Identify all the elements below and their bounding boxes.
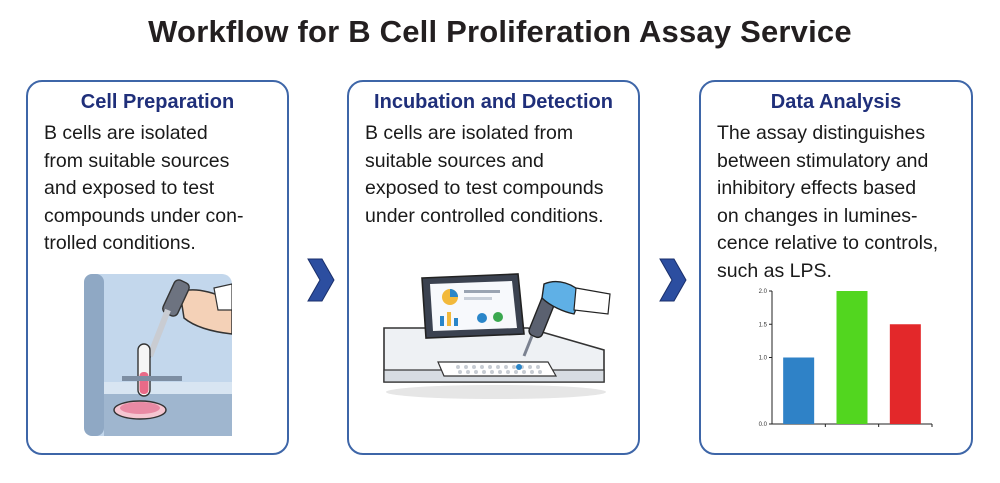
description-line: and exposed to test [44, 177, 215, 199]
microplate-reader-icon [383, 273, 611, 399]
page-title: Workflow for B Cell Proliferation Assay … [148, 14, 852, 49]
description-line: The assay distinguishes [717, 122, 926, 144]
step-cell-preparation: Cell Preparation B cells are isolated fr… [26, 80, 289, 455]
step-title: Cell Preparation [80, 91, 235, 113]
description-line: from suitable sources [44, 149, 230, 172]
pipetting-illustration [84, 274, 232, 436]
step-title: Incubation and Detection [374, 91, 613, 113]
step-description: B cells are isolated from suitable sourc… [44, 120, 281, 258]
bar-chart: 0.0 1.0 1.5 2.0 [759, 289, 933, 428]
chevron-right-icon [659, 258, 687, 302]
test-tube-icon [122, 343, 182, 397]
description-line: B cells are isolated from [365, 122, 574, 144]
description-line: cence relative to controls, [717, 232, 939, 254]
description-line: under controlled conditions. [365, 204, 604, 227]
glove-hand-icon [179, 283, 232, 335]
step-description: The assay distinguishes between stimulat… [717, 120, 965, 285]
description-line: compounds under con- [44, 204, 244, 227]
y-tick-label: 0.0 [759, 422, 768, 428]
glove-hand-icon [541, 280, 611, 315]
y-tick-label: 2.0 [759, 289, 768, 295]
y-tick-label: 1.5 [759, 322, 768, 328]
bar [836, 291, 868, 424]
y-tick-label: 1.0 [759, 356, 768, 362]
description-line: on changes in lumines- [717, 204, 918, 227]
chevron-right-icon [307, 258, 335, 302]
bar [783, 357, 815, 424]
step-description: B cells are isolated from suitable sourc… [365, 120, 632, 230]
description-line: trolled conditions. [44, 232, 196, 254]
description-line: inhibitory effects based [717, 177, 917, 199]
petri-dish-icon [113, 400, 167, 420]
description-line: exposed to test compounds [365, 177, 604, 199]
description-line: suitable sources and [365, 149, 544, 172]
bar [889, 324, 921, 424]
step-data-analysis: Data Analysis The assay distinguishes be… [699, 80, 973, 455]
description-line: B cells are isolated [44, 122, 208, 144]
step-title: Data Analysis [770, 91, 902, 113]
description-line: between stimulatory and [717, 149, 929, 172]
description-line: such as LPS. [717, 259, 832, 282]
